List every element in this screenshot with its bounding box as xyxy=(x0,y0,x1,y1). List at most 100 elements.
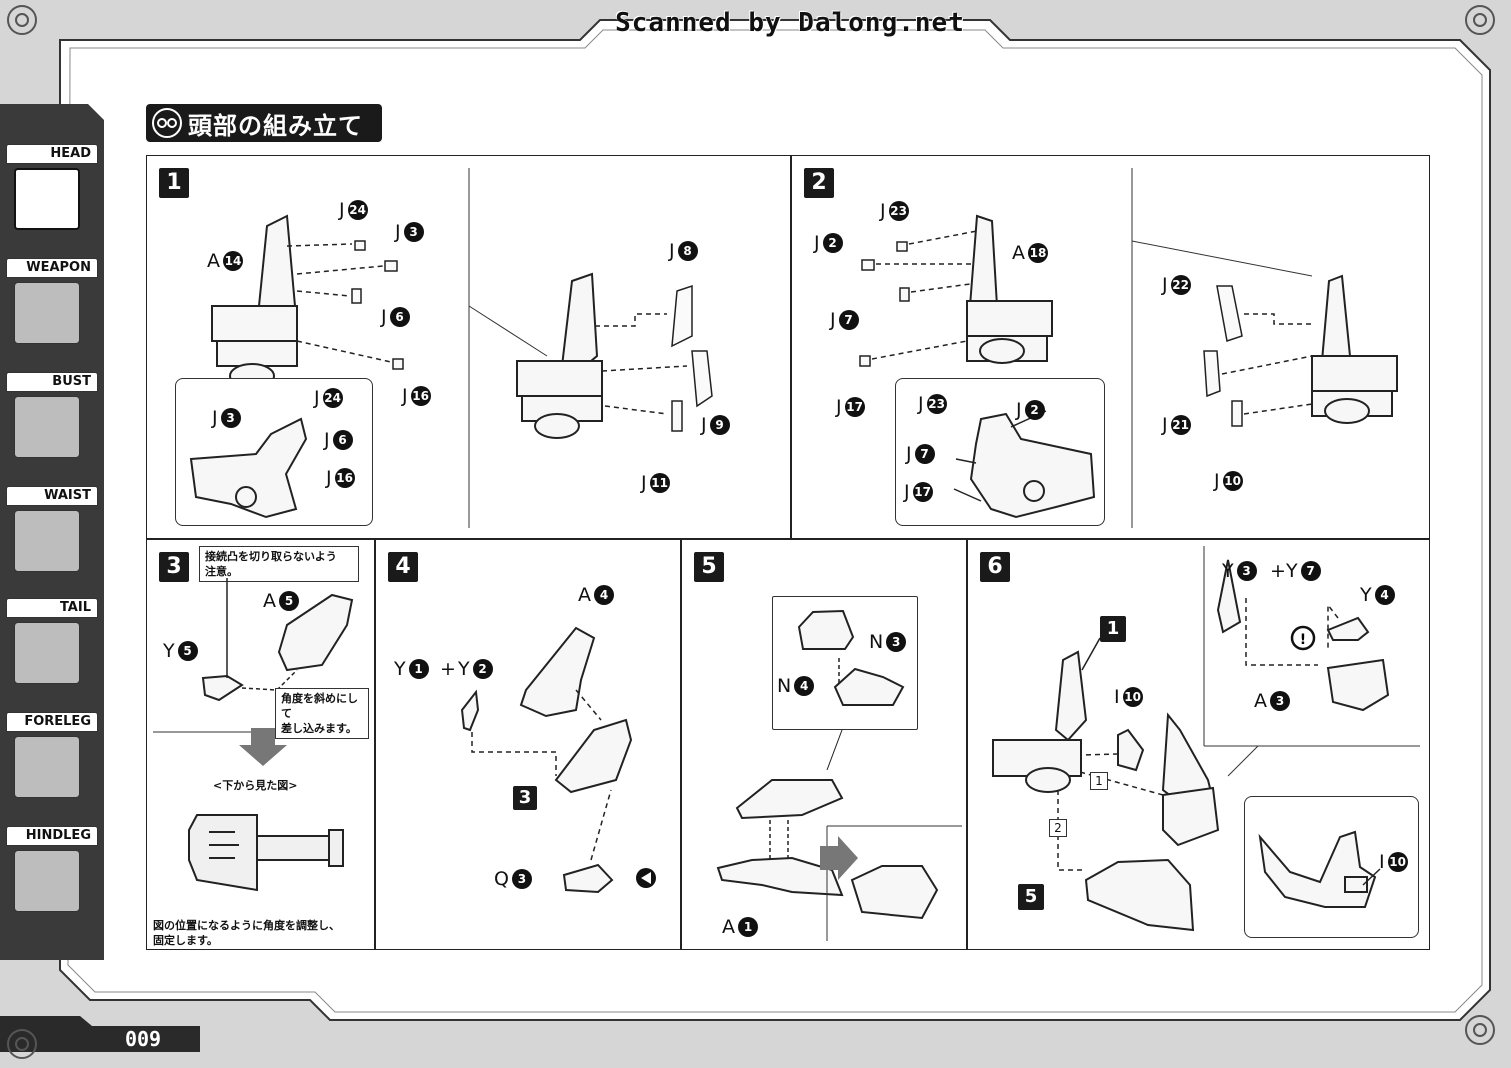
svg-text:!: ! xyxy=(1300,632,1306,648)
sub-assembly-ref: 5 xyxy=(1018,884,1044,910)
foreleg-thumbnail-icon xyxy=(14,736,80,798)
step-1-diagram xyxy=(211,168,713,528)
tab-tail[interactable]: TAIL xyxy=(6,598,98,684)
inset-diagram xyxy=(189,417,308,519)
tab-bust[interactable]: BUST xyxy=(6,372,98,458)
bust-thumbnail-icon xyxy=(14,396,80,458)
step-4-diagram xyxy=(460,626,656,894)
page-number: 009 xyxy=(124,1027,162,1051)
step-number: 1 xyxy=(159,168,189,198)
head-thumbnail-icon xyxy=(14,168,80,230)
tab-label: WEAPON xyxy=(6,258,98,278)
tab-hindleg[interactable]: HINDLEG xyxy=(6,826,98,912)
inset-diagram xyxy=(953,410,1096,519)
zoids-logo-icon xyxy=(152,108,182,138)
tab-weapon[interactable]: WEAPON xyxy=(6,258,98,344)
sub-assembly-ref: 3 xyxy=(513,786,537,810)
view-label: <下から見た図> xyxy=(213,779,298,792)
tab-label: HINDLEG xyxy=(6,826,98,846)
plus-sign: + xyxy=(1270,560,1286,582)
waist-thumbnail-icon xyxy=(14,510,80,572)
tab-label: HEAD xyxy=(6,144,98,164)
tab-label: WAIST xyxy=(6,486,98,506)
plus-sign: + xyxy=(440,658,456,680)
caution-note: 接続凸を切り取らないよう 注意。 xyxy=(199,546,359,582)
tab-waist[interactable]: WAIST xyxy=(6,486,98,572)
tail-thumbnail-icon xyxy=(14,622,80,684)
tab-label: FORELEG xyxy=(6,712,98,732)
section-title-text: 頭部の組み立て xyxy=(188,111,363,140)
tab-label: TAIL xyxy=(6,598,98,618)
order-marker: 1 xyxy=(1090,772,1108,790)
weapon-thumbnail-icon xyxy=(14,282,80,344)
step-number: 3 xyxy=(159,552,189,582)
step-5-diagram xyxy=(716,729,962,941)
step-2-panel: 2 xyxy=(791,155,1430,539)
tab-foreleg[interactable]: FORELEG xyxy=(6,712,98,798)
order-marker: 2 xyxy=(1049,819,1067,837)
hindleg-thumbnail-icon xyxy=(14,850,80,912)
inset-diagram xyxy=(1258,830,1381,908)
step-3-diagram xyxy=(153,578,369,892)
sub-assembly-ref: 1 xyxy=(1100,616,1126,642)
step-number: 4 xyxy=(388,552,418,582)
adjust-note: 図の位置になるように角度を調整し、 固定します。 xyxy=(153,919,340,947)
section-title: 頭部の組み立て xyxy=(146,104,382,142)
inset-diagram xyxy=(797,609,905,706)
step-6-diagram: ! xyxy=(992,546,1420,932)
step-number: 2 xyxy=(804,168,834,198)
step-number: 5 xyxy=(694,552,724,582)
tab-head[interactable]: HEAD xyxy=(6,144,98,230)
scan-credit: Scanned by Dalong.net xyxy=(615,8,965,38)
step-number: 6 xyxy=(980,552,1010,582)
tab-label: BUST xyxy=(6,372,98,392)
step-1-panel: 1 xyxy=(146,155,791,539)
